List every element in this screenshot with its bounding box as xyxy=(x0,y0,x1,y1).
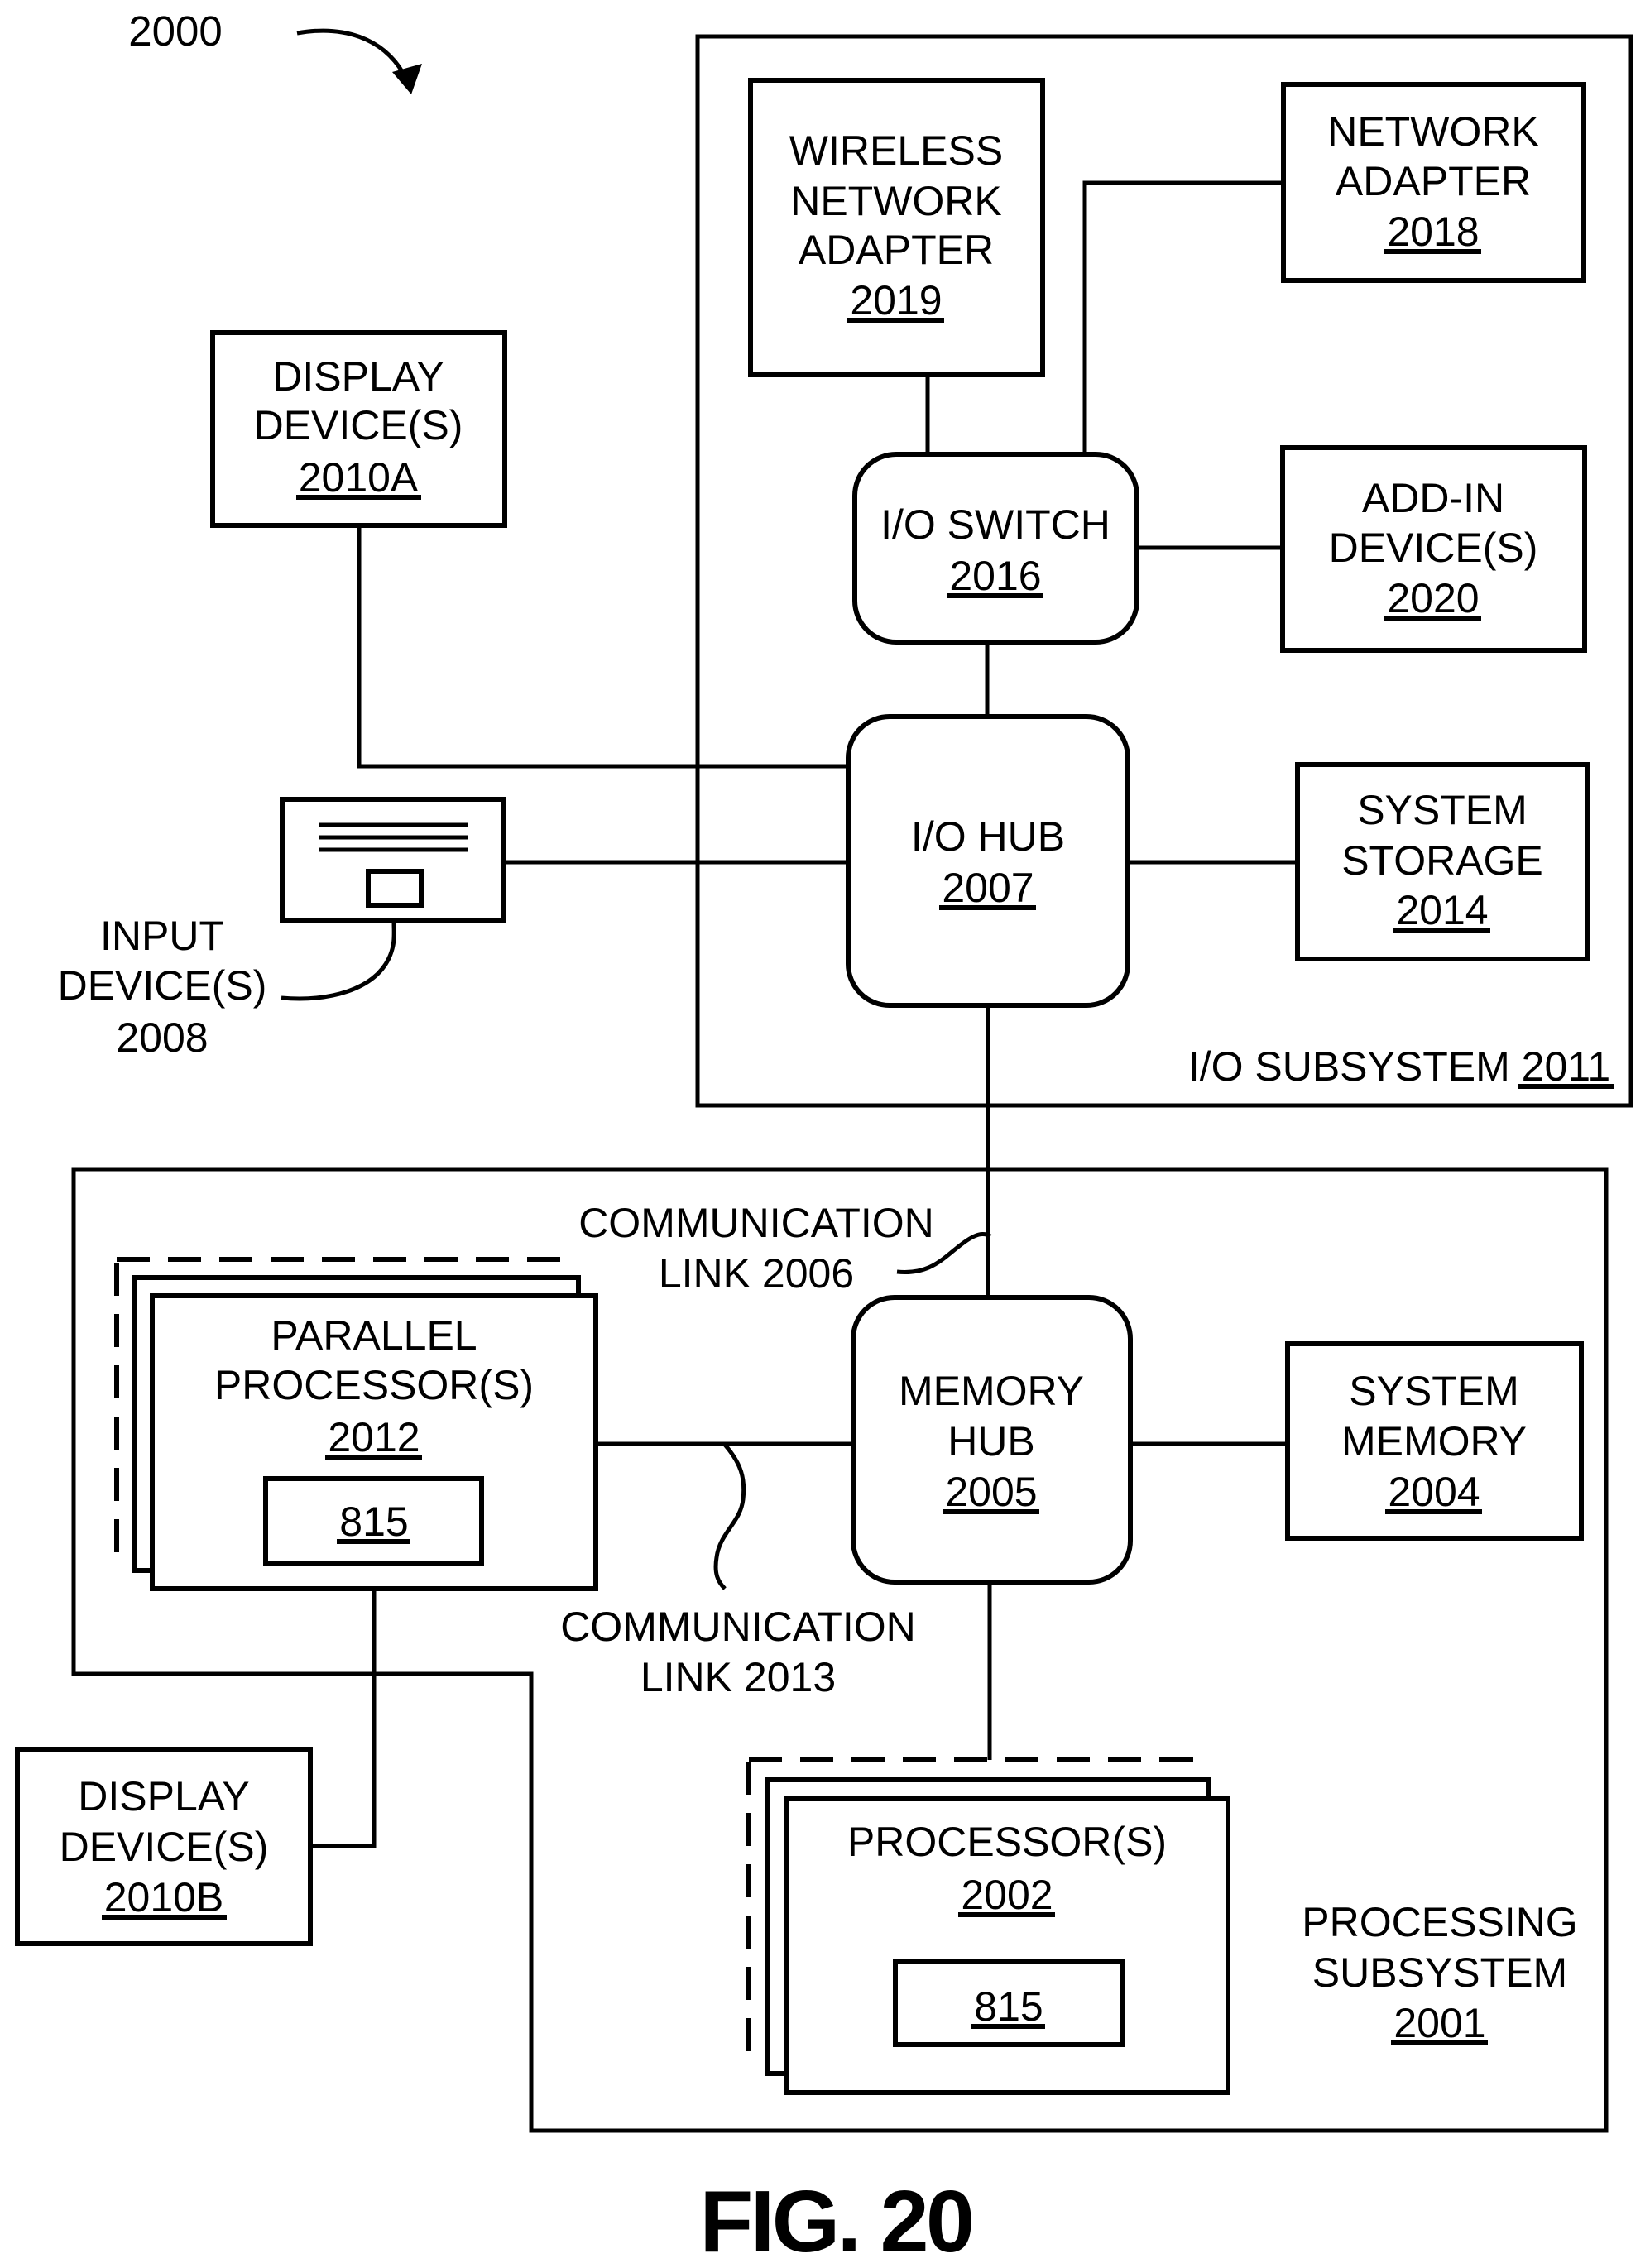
svg-text:2005: 2005 xyxy=(945,1469,1037,1515)
svg-text:DEVICE(S): DEVICE(S) xyxy=(58,962,267,1009)
svg-text:2012: 2012 xyxy=(328,1414,420,1460)
svg-text:LINK 2006: LINK 2006 xyxy=(659,1250,854,1297)
svg-text:2016: 2016 xyxy=(949,553,1041,599)
svg-text:2010B: 2010B xyxy=(104,1874,224,1920)
svg-text:2002: 2002 xyxy=(961,1872,1053,1918)
svg-text:2004: 2004 xyxy=(1388,1469,1480,1515)
svg-text:LINK 2013: LINK 2013 xyxy=(640,1654,836,1700)
svg-text:SUBSYSTEM: SUBSYSTEM xyxy=(1312,1949,1567,1996)
svg-text:MEMORY: MEMORY xyxy=(899,1368,1084,1414)
svg-text:I/O SUBSYSTEM 2011: I/O SUBSYSTEM 2011 xyxy=(1188,1043,1610,1090)
svg-text:HUB: HUB xyxy=(947,1418,1035,1465)
svg-text:ADAPTER: ADAPTER xyxy=(1336,158,1531,204)
svg-text:FIG. 20: FIG. 20 xyxy=(700,2173,972,2268)
svg-text:DISPLAY: DISPLAY xyxy=(78,1773,250,1820)
svg-text:DISPLAY: DISPLAY xyxy=(272,353,444,400)
svg-text:SYSTEM: SYSTEM xyxy=(1357,787,1528,833)
svg-text:815: 815 xyxy=(339,1498,408,1545)
svg-text:ADD-IN: ADD-IN xyxy=(1362,475,1504,521)
svg-text:2010A: 2010A xyxy=(299,454,419,501)
svg-text:ADAPTER: ADAPTER xyxy=(799,227,994,273)
svg-text:2007: 2007 xyxy=(942,865,1034,911)
svg-text:PROCESSING: PROCESSING xyxy=(1302,1899,1577,1945)
svg-text:815: 815 xyxy=(974,1983,1043,2030)
svg-text:2019: 2019 xyxy=(850,277,942,324)
svg-text:2014: 2014 xyxy=(1396,887,1488,933)
svg-text:DEVICE(S): DEVICE(S) xyxy=(1329,525,1538,571)
svg-text:INPUT: INPUT xyxy=(100,913,224,959)
svg-text:MEMORY: MEMORY xyxy=(1341,1418,1527,1465)
svg-text:PROCESSOR(S): PROCESSOR(S) xyxy=(847,1819,1167,1865)
svg-text:STORAGE: STORAGE xyxy=(1341,837,1543,884)
svg-text:I/O HUB: I/O HUB xyxy=(911,813,1065,860)
svg-text:2001: 2001 xyxy=(1393,2000,1485,2046)
svg-text:2000: 2000 xyxy=(128,7,222,55)
svg-text:2008: 2008 xyxy=(116,1014,208,1061)
svg-text:NETWORK: NETWORK xyxy=(790,178,1002,224)
svg-text:I/O SWITCH: I/O SWITCH xyxy=(880,501,1110,548)
svg-text:COMMUNICATION: COMMUNICATION xyxy=(560,1604,916,1650)
svg-text:PROCESSOR(S): PROCESSOR(S) xyxy=(214,1362,534,1408)
svg-text:2020: 2020 xyxy=(1387,575,1479,621)
svg-text:NETWORK: NETWORK xyxy=(1327,108,1539,155)
svg-text:DEVICE(S): DEVICE(S) xyxy=(254,402,463,448)
svg-text:PARALLEL: PARALLEL xyxy=(271,1312,477,1359)
svg-text:WIRELESS: WIRELESS xyxy=(789,127,1003,174)
svg-text:DEVICE(S): DEVICE(S) xyxy=(60,1824,269,1870)
svg-text:2018: 2018 xyxy=(1387,209,1479,255)
svg-text:SYSTEM: SYSTEM xyxy=(1349,1368,1519,1414)
svg-text:COMMUNICATION: COMMUNICATION xyxy=(578,1200,934,1246)
